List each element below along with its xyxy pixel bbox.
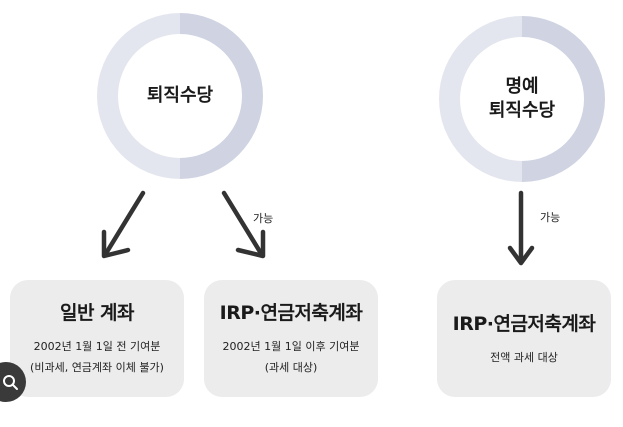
box-detail: 2002년 1월 1일 전 기여분 [33,340,161,354]
box-detail: (과세 대상) [264,361,318,374]
box-detail: (비과세, 연금계좌 이체 불가) [30,361,164,374]
general-account-box: 일반 계좌 2002년 1월 1일 전 기여분 (비과세, 연금계좌 이체 불가… [10,280,184,397]
box-title: IRP·연금저축계좌 [219,302,363,325]
box-title: 일반 계좌 [59,302,135,325]
honorary-irp-pension-account-box: IRP·연금저축계좌 전액 과세 대상 [437,280,611,397]
box-detail: 전액 과세 대상 [490,350,558,364]
retirement-allowance-node: 퇴직수당 [97,13,263,179]
edge-label-possible: 가능 [253,212,274,225]
search-icon [3,375,18,390]
box-detail: 2002년 1월 1일 이후 기여분 [222,340,360,354]
arrow-to-general-account [101,190,146,259]
honorary-retirement-node: 명예 퇴직수당 [439,16,605,182]
node-label: 퇴직수당 [146,84,214,106]
arrow-to-honorary-irp-account [507,190,535,266]
visual-search-button[interactable] [0,362,26,402]
arrow-to-irp-account [221,190,266,259]
node-label-line1: 명예 [505,75,539,97]
box-title: IRP·연금저축계좌 [452,312,596,335]
edge-label-possible: 가능 [540,211,561,224]
irp-pension-account-box: IRP·연금저축계좌 2002년 1월 1일 이후 기여분 (과세 대상) [204,280,378,397]
node-label-line2: 퇴직수당 [488,100,556,121]
